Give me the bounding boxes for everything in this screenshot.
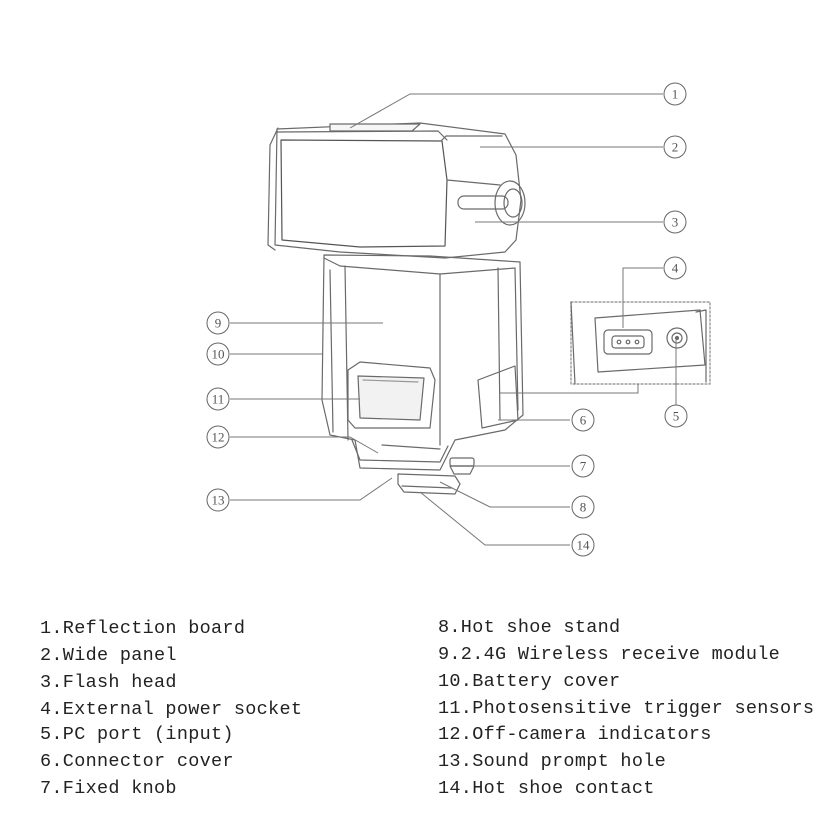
svg-text:11: 11 bbox=[212, 392, 225, 407]
svg-text:8: 8 bbox=[580, 500, 587, 515]
inset-detail bbox=[570, 301, 711, 385]
svg-text:3: 3 bbox=[672, 215, 679, 230]
flash-head-drawing bbox=[267, 122, 526, 259]
svg-text:12: 12 bbox=[212, 430, 225, 445]
callout-5: 5 bbox=[664, 404, 688, 428]
legend-item-1: 1.Reflection board bbox=[40, 618, 246, 639]
legend-item-7: 7.Fixed knob bbox=[40, 778, 177, 799]
svg-text:9: 9 bbox=[215, 316, 222, 331]
callout-3: 3 bbox=[663, 210, 687, 234]
legend-item-14: 14.Hot shoe contact bbox=[438, 778, 655, 799]
flash-body-drawing bbox=[321, 254, 524, 495]
legend-item-6: 6.Connector cover bbox=[40, 751, 234, 772]
callout-11: 11 bbox=[206, 387, 230, 411]
callout-9: 9 bbox=[206, 311, 230, 335]
callout-1: 1 bbox=[663, 82, 687, 106]
legend-item-9: 9.2.4G Wireless receive module bbox=[438, 644, 781, 665]
legend-item-2: 2.Wide panel bbox=[40, 645, 177, 666]
legend-item-10: 10.Battery cover bbox=[438, 671, 621, 692]
callout-10: 10 bbox=[206, 342, 230, 366]
legend-item-8: 8.Hot shoe stand bbox=[438, 617, 621, 638]
svg-text:13: 13 bbox=[212, 493, 225, 508]
svg-text:1: 1 bbox=[672, 87, 679, 102]
svg-text:7: 7 bbox=[580, 459, 587, 474]
svg-text:4: 4 bbox=[672, 261, 679, 276]
legend-item-3: 3.Flash head bbox=[40, 672, 177, 693]
svg-text:6: 6 bbox=[580, 413, 587, 428]
legend-item-11: 11.Photosensitive trigger sensors bbox=[438, 698, 815, 719]
callout-8: 8 bbox=[571, 495, 595, 519]
callout-markers: 1 2 3 4 5 6 7 8 9 10 11 12 13 14 bbox=[206, 82, 688, 557]
flash-unit-diagram: 1 2 3 4 5 6 7 8 9 10 11 12 13 14 bbox=[206, 82, 711, 557]
callout-12: 12 bbox=[206, 425, 230, 449]
legend-item-5: 5.PC port (input) bbox=[40, 724, 234, 745]
callout-14: 14 bbox=[571, 533, 595, 557]
legend-item-4: 4.External power socket bbox=[40, 699, 303, 720]
legend-item-12: 12.Off-camera indicators bbox=[438, 724, 712, 745]
callout-13: 13 bbox=[206, 488, 230, 512]
callout-6: 6 bbox=[571, 408, 595, 432]
leader-lines bbox=[230, 93, 677, 546]
svg-text:10: 10 bbox=[212, 347, 225, 362]
callout-4: 4 bbox=[663, 256, 687, 280]
callout-2: 2 bbox=[663, 135, 687, 159]
svg-text:5: 5 bbox=[673, 409, 680, 424]
legend-item-13: 13.Sound prompt hole bbox=[438, 751, 667, 772]
svg-text:14: 14 bbox=[577, 538, 591, 553]
svg-text:2: 2 bbox=[672, 140, 679, 155]
callout-7: 7 bbox=[571, 454, 595, 478]
